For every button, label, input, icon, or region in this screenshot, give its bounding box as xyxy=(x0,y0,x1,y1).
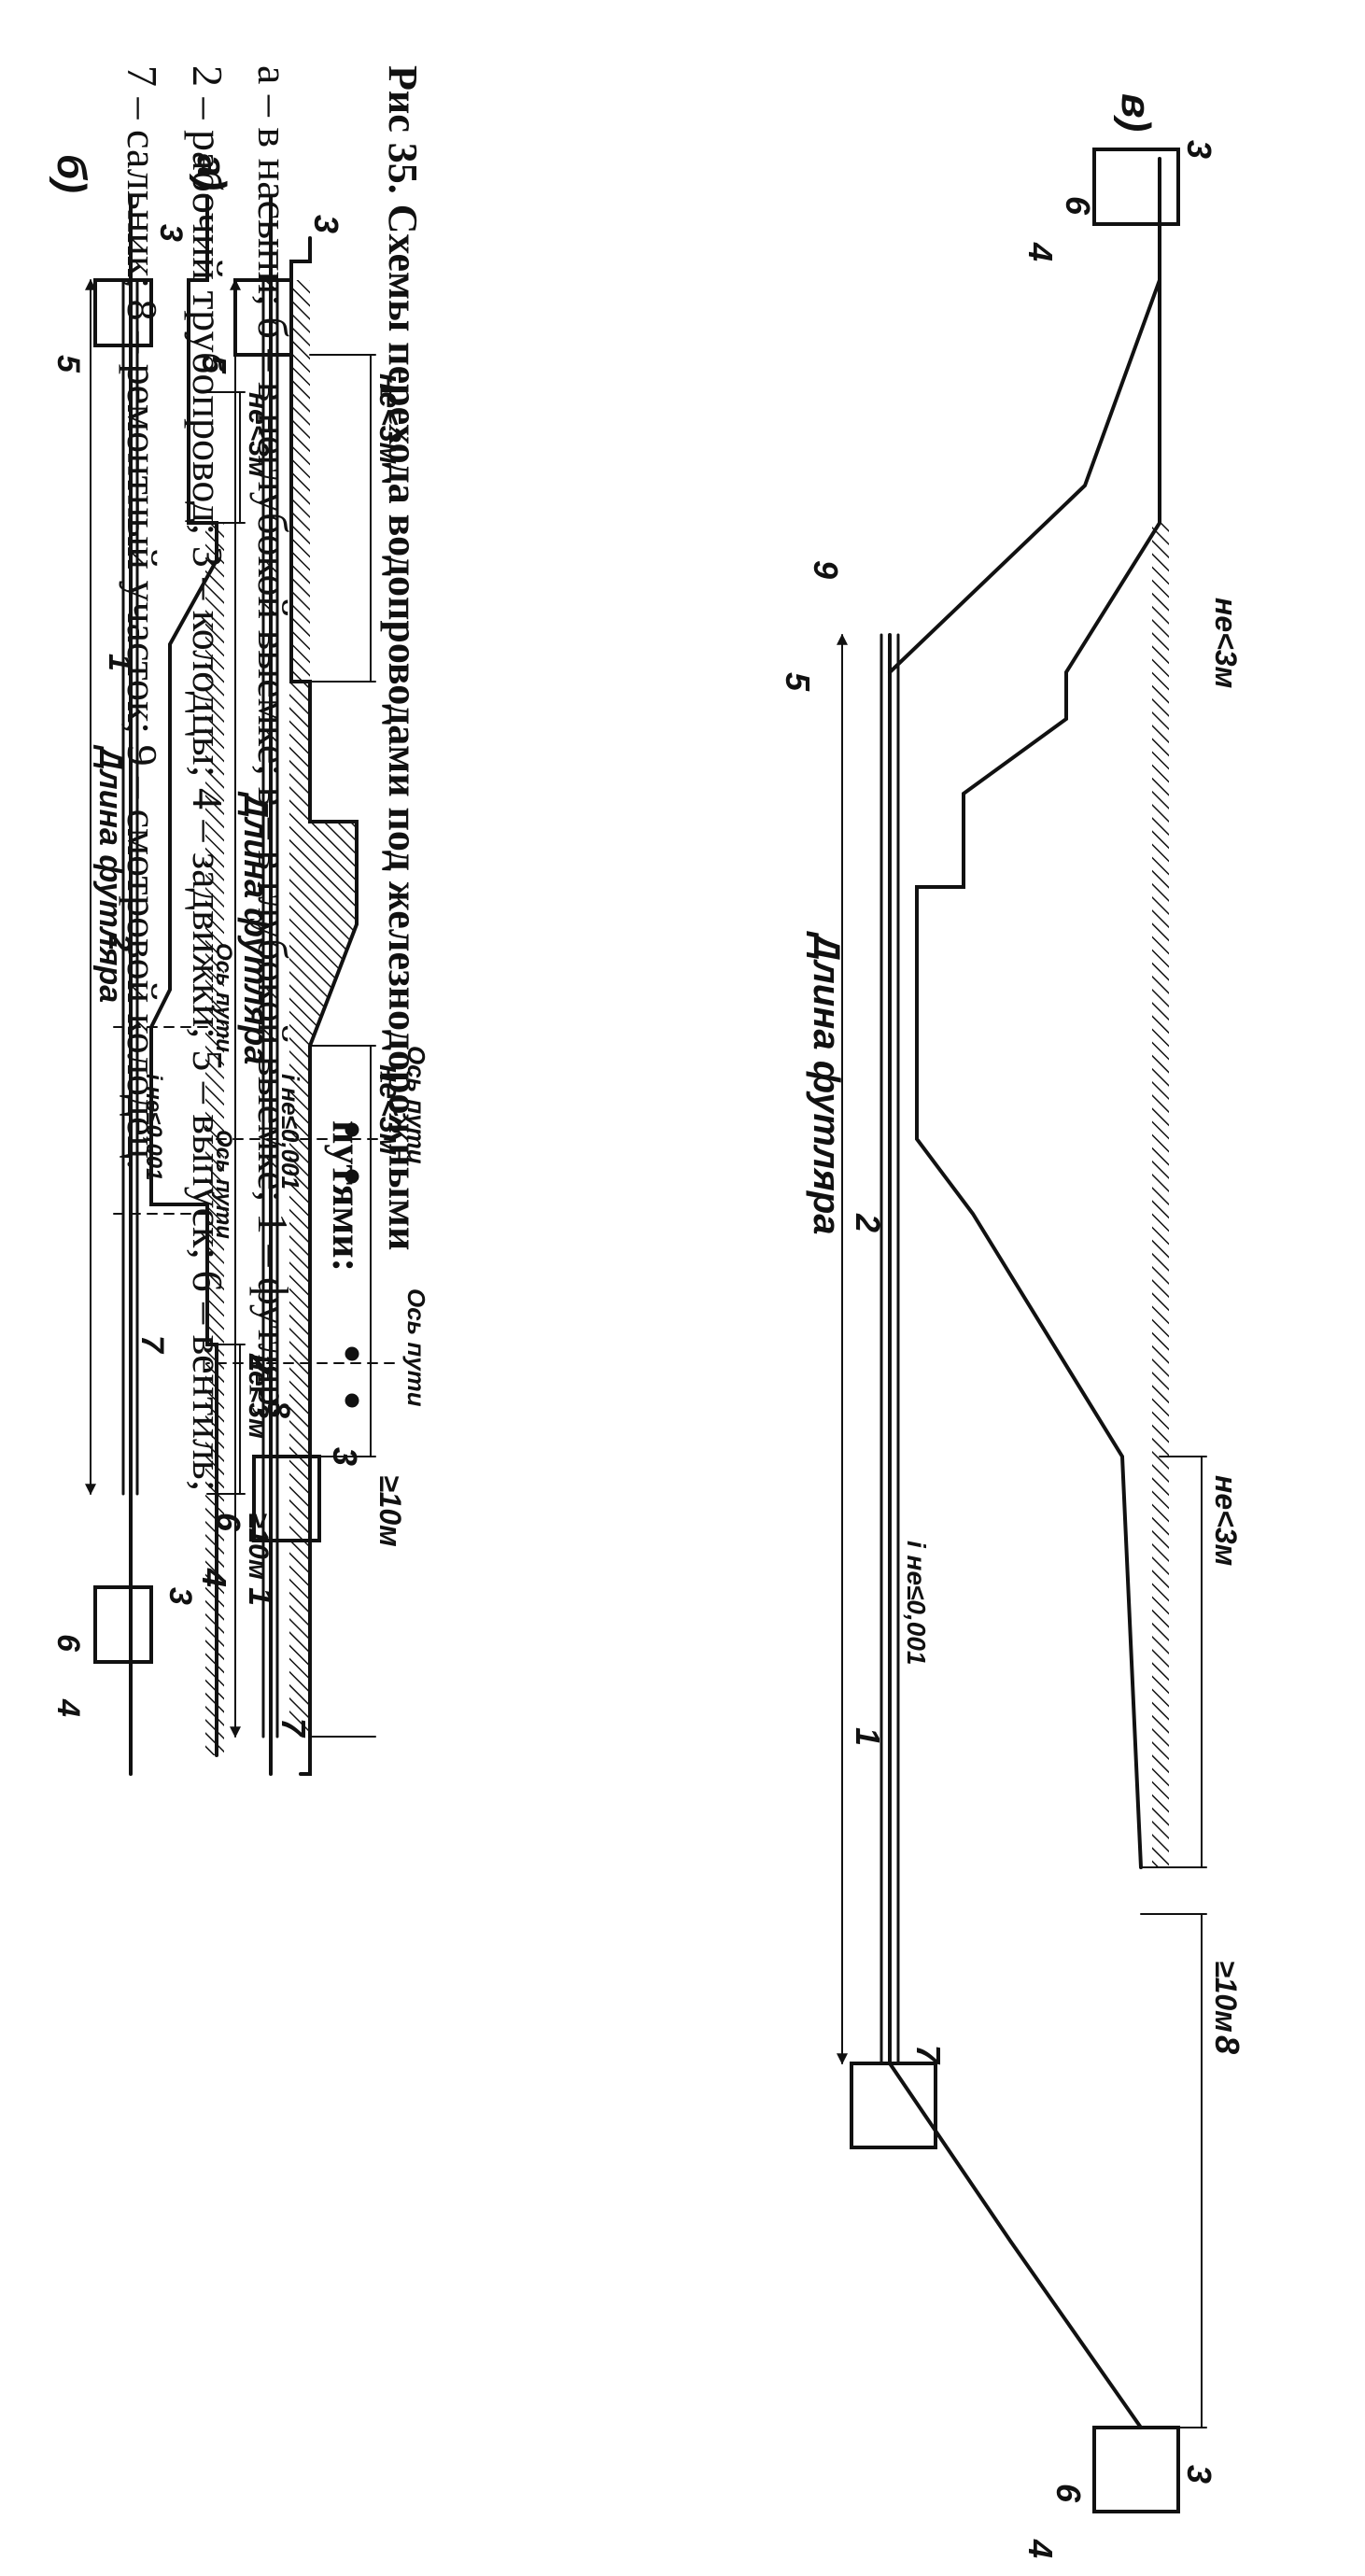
num-v-6-left: 6 xyxy=(1059,196,1097,216)
well-right-v xyxy=(1092,2426,1180,2513)
num-b-7: 7 xyxy=(134,1335,170,1355)
num-v-9: 9 xyxy=(807,560,845,579)
num-a-3-right: 3 xyxy=(326,1447,364,1466)
track-axis-label-b1: Ось пути xyxy=(211,943,236,1052)
num-v-4-left: 4 xyxy=(1021,242,1060,261)
num-a-1: 1 xyxy=(242,1587,280,1606)
dim-min10-a: ≥10м xyxy=(373,1475,407,1547)
slope-b: i не≤0,001 xyxy=(141,1074,166,1180)
cut-hatch-b xyxy=(205,523,224,1755)
dim-min3-left-a: не<3м xyxy=(373,373,407,465)
num-v-2: 2 xyxy=(849,1213,887,1232)
deep-cut-profile-v xyxy=(915,157,1161,1869)
num-a-7: 7 xyxy=(274,1718,313,1738)
caption-title: Рис 35. Схемы перехода водопроводами под… xyxy=(380,65,426,1250)
scheme-label-b: б) xyxy=(49,154,94,193)
casing-length-a: Длина футляра xyxy=(237,791,275,1064)
bypass-right-v xyxy=(888,2062,1143,2429)
num-a-5: 5 xyxy=(195,355,233,374)
num-a-3-left: 3 xyxy=(307,215,345,233)
num-a-2: 2 xyxy=(242,1353,280,1372)
casing-length-b: Длина футляра xyxy=(92,744,128,1003)
caption-legend-3: 7 – сальник; 8 – ремонтный участок; 9 – … xyxy=(119,65,166,1170)
scheme-a xyxy=(206,194,395,1776)
num-v-4-right: 4 xyxy=(1021,2539,1060,2558)
scheme-v xyxy=(837,148,1207,2513)
num-a-6: 6 xyxy=(209,1513,247,1532)
scheme-label-v: в) xyxy=(1113,93,1159,132)
slope-a: i не≤0,001 xyxy=(276,1074,304,1189)
dim-min3-left-b: не<3м xyxy=(243,392,274,477)
caption-legend-2: 2 – рабочий трубопровод; 3 – колодцы; 4 … xyxy=(184,65,232,1492)
track-axis-label-a1: Ось пути xyxy=(402,1046,430,1164)
dim-min3-right-a: не<3м xyxy=(373,1064,407,1156)
caption-legend-1: а – в насыпи; б – в неглубокой выемке; в… xyxy=(249,65,297,1418)
dim-min3-right-v: не<3м xyxy=(1209,1475,1243,1567)
num-v-3-right: 3 xyxy=(1180,2465,1218,2484)
num-v-7: 7 xyxy=(909,2045,948,2065)
dim-min10-b: ≥10м xyxy=(243,1513,274,1580)
num-b-2: 2 xyxy=(102,933,137,951)
well-right-b xyxy=(93,1585,153,1664)
track-axis-label-a2: Ось пути xyxy=(402,1288,430,1407)
deep-cut-hatch-v xyxy=(1152,523,1169,1867)
num-b-1: 1 xyxy=(102,654,137,671)
caption-title-cont: путями: xyxy=(324,1120,370,1272)
well-right-a xyxy=(252,1455,321,1542)
num-v-6-right: 6 xyxy=(1049,2484,1088,2503)
num-v-5: 5 xyxy=(779,672,817,692)
dim-min3-right-b: не<3м xyxy=(243,1354,274,1439)
inspection-well-v xyxy=(850,2062,937,2149)
track-axis-label-b2: Ось пути xyxy=(211,1130,236,1239)
bypass-left-v xyxy=(888,278,1161,674)
scheme-label-a: а) xyxy=(189,154,234,190)
num-a-4: 4 xyxy=(195,1568,233,1587)
num-b-6: 6 xyxy=(50,1634,86,1653)
num-v-1: 1 xyxy=(849,1727,887,1746)
casing-length-v: Длина футляра xyxy=(806,931,847,1235)
num-b-4: 4 xyxy=(50,1698,86,1717)
num-v-8: 8 xyxy=(1208,2035,1246,2054)
scheme-b xyxy=(85,194,246,1776)
embankment-hatch-a xyxy=(289,280,310,1737)
num-b-3-left: 3 xyxy=(153,224,189,242)
well-left-v xyxy=(1092,148,1180,226)
num-b-3-right: 3 xyxy=(162,1587,198,1605)
num-b-8: 8 xyxy=(260,1401,296,1418)
slope-v: i не≤0,001 xyxy=(902,1541,931,1665)
num-v-3-left: 3 xyxy=(1180,140,1218,159)
num-b-5: 5 xyxy=(50,355,86,373)
dim-min3-left-v: не<3м xyxy=(1209,598,1243,689)
dim-min10-v: ≥10м xyxy=(1209,1961,1243,2033)
